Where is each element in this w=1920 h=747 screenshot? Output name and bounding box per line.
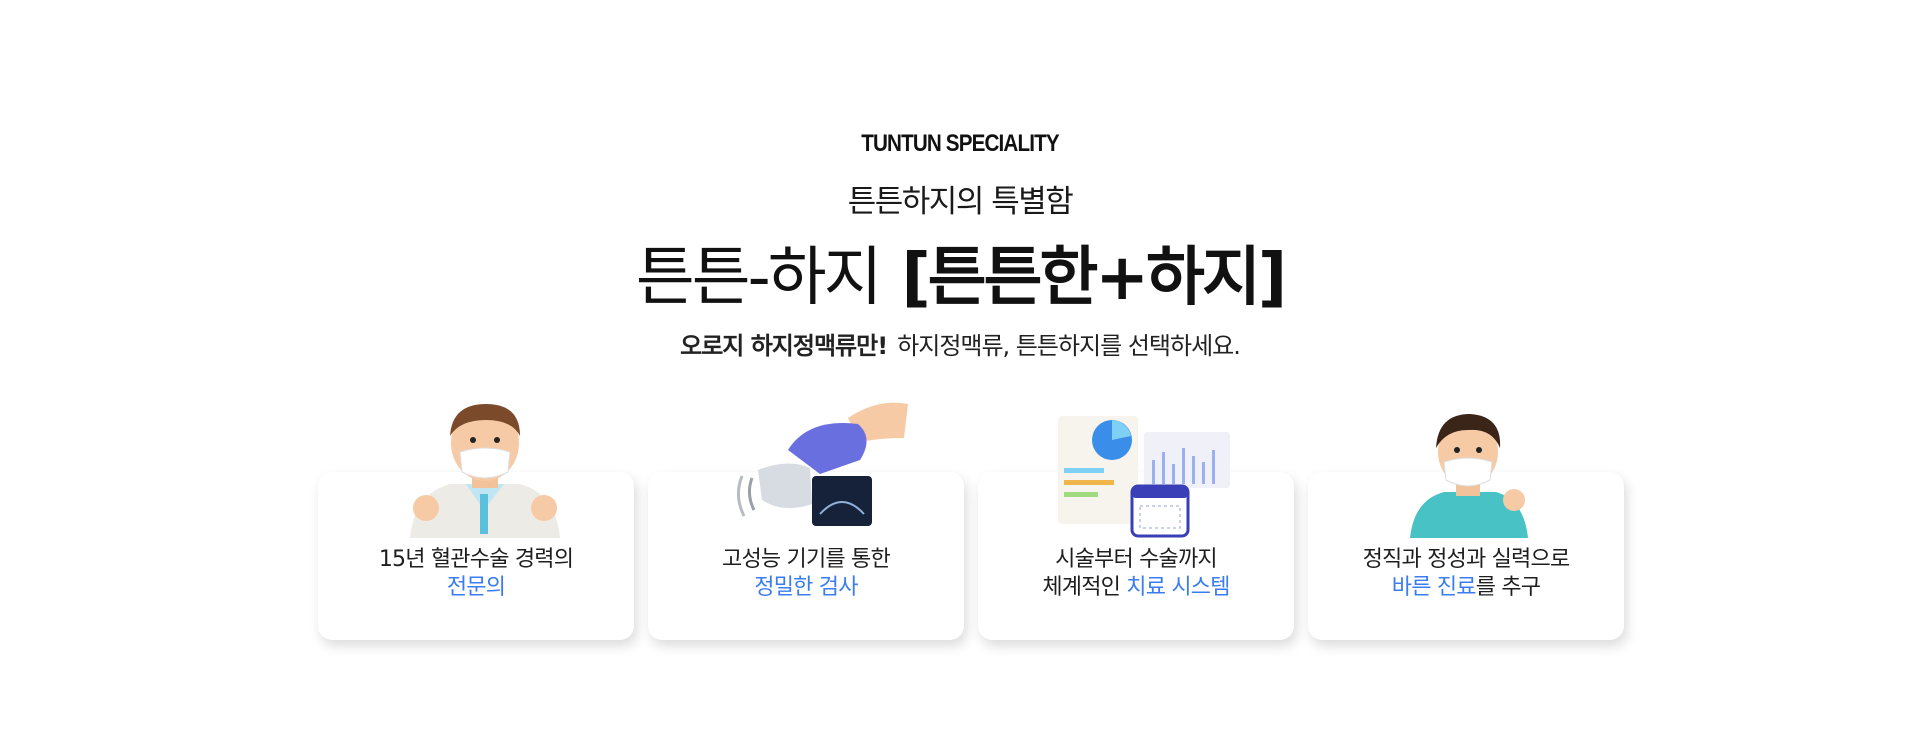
card-line2-prefix: 체계적인 (1042, 575, 1127, 600)
card-highlight: 정밀한 검사 (754, 575, 858, 600)
card-line1: 정직과 정성과 실력으로 (1362, 547, 1571, 572)
headline-main: 튼튼-하지 (635, 241, 883, 315)
tagline: 오로지 하지정맥류만! 하지정맥류, 튼튼하지를 선택하세요. (0, 326, 1920, 361)
card-line1: 15년 혈관수술 경력의 (378, 547, 574, 572)
card-highlight: 전문의 (446, 575, 506, 600)
nurse-icon (1410, 414, 1528, 538)
card-line2: 정밀한 검사 (648, 574, 964, 602)
headline-bracket: [튼튼한+하지] (901, 241, 1288, 315)
tagline-bold: 오로지 하지정맥류만! (680, 332, 888, 360)
feature-card-specialist: 15년 혈관수술 경력의 전문의 (318, 472, 634, 640)
tagline-rest: 하지정맥류, 튼튼하지를 선택하세요. (897, 332, 1241, 360)
card-highlight: 치료 시스템 (1126, 575, 1230, 600)
feature-card-care: 정직과 정성과 실력으로 바른 진료를 추구 (1308, 472, 1624, 640)
chart-calendar-icon (1058, 416, 1230, 538)
headline: 튼튼-하지[튼튼한+하지] (0, 240, 1920, 316)
card-line2: 전문의 (318, 574, 634, 602)
card-line2: 체계적인 치료 시스템 (978, 574, 1294, 602)
doctor-icon (410, 404, 560, 538)
ultrasound-icon (737, 402, 908, 526)
eyebrow-label: TUNTUN SPECIALITY (861, 130, 1059, 157)
card-line2-rest: 를 추구 (1475, 575, 1541, 600)
card-line1: 고성능 기기를 통한 (722, 547, 891, 572)
card-highlight: 바른 진료 (1391, 575, 1477, 600)
card-line1: 시술부터 수술까지 (1055, 547, 1218, 572)
section-subtitle: 튼튼하지의 특별함 (847, 184, 1074, 220)
card-line2: 바른 진료를 추구 (1308, 574, 1624, 602)
